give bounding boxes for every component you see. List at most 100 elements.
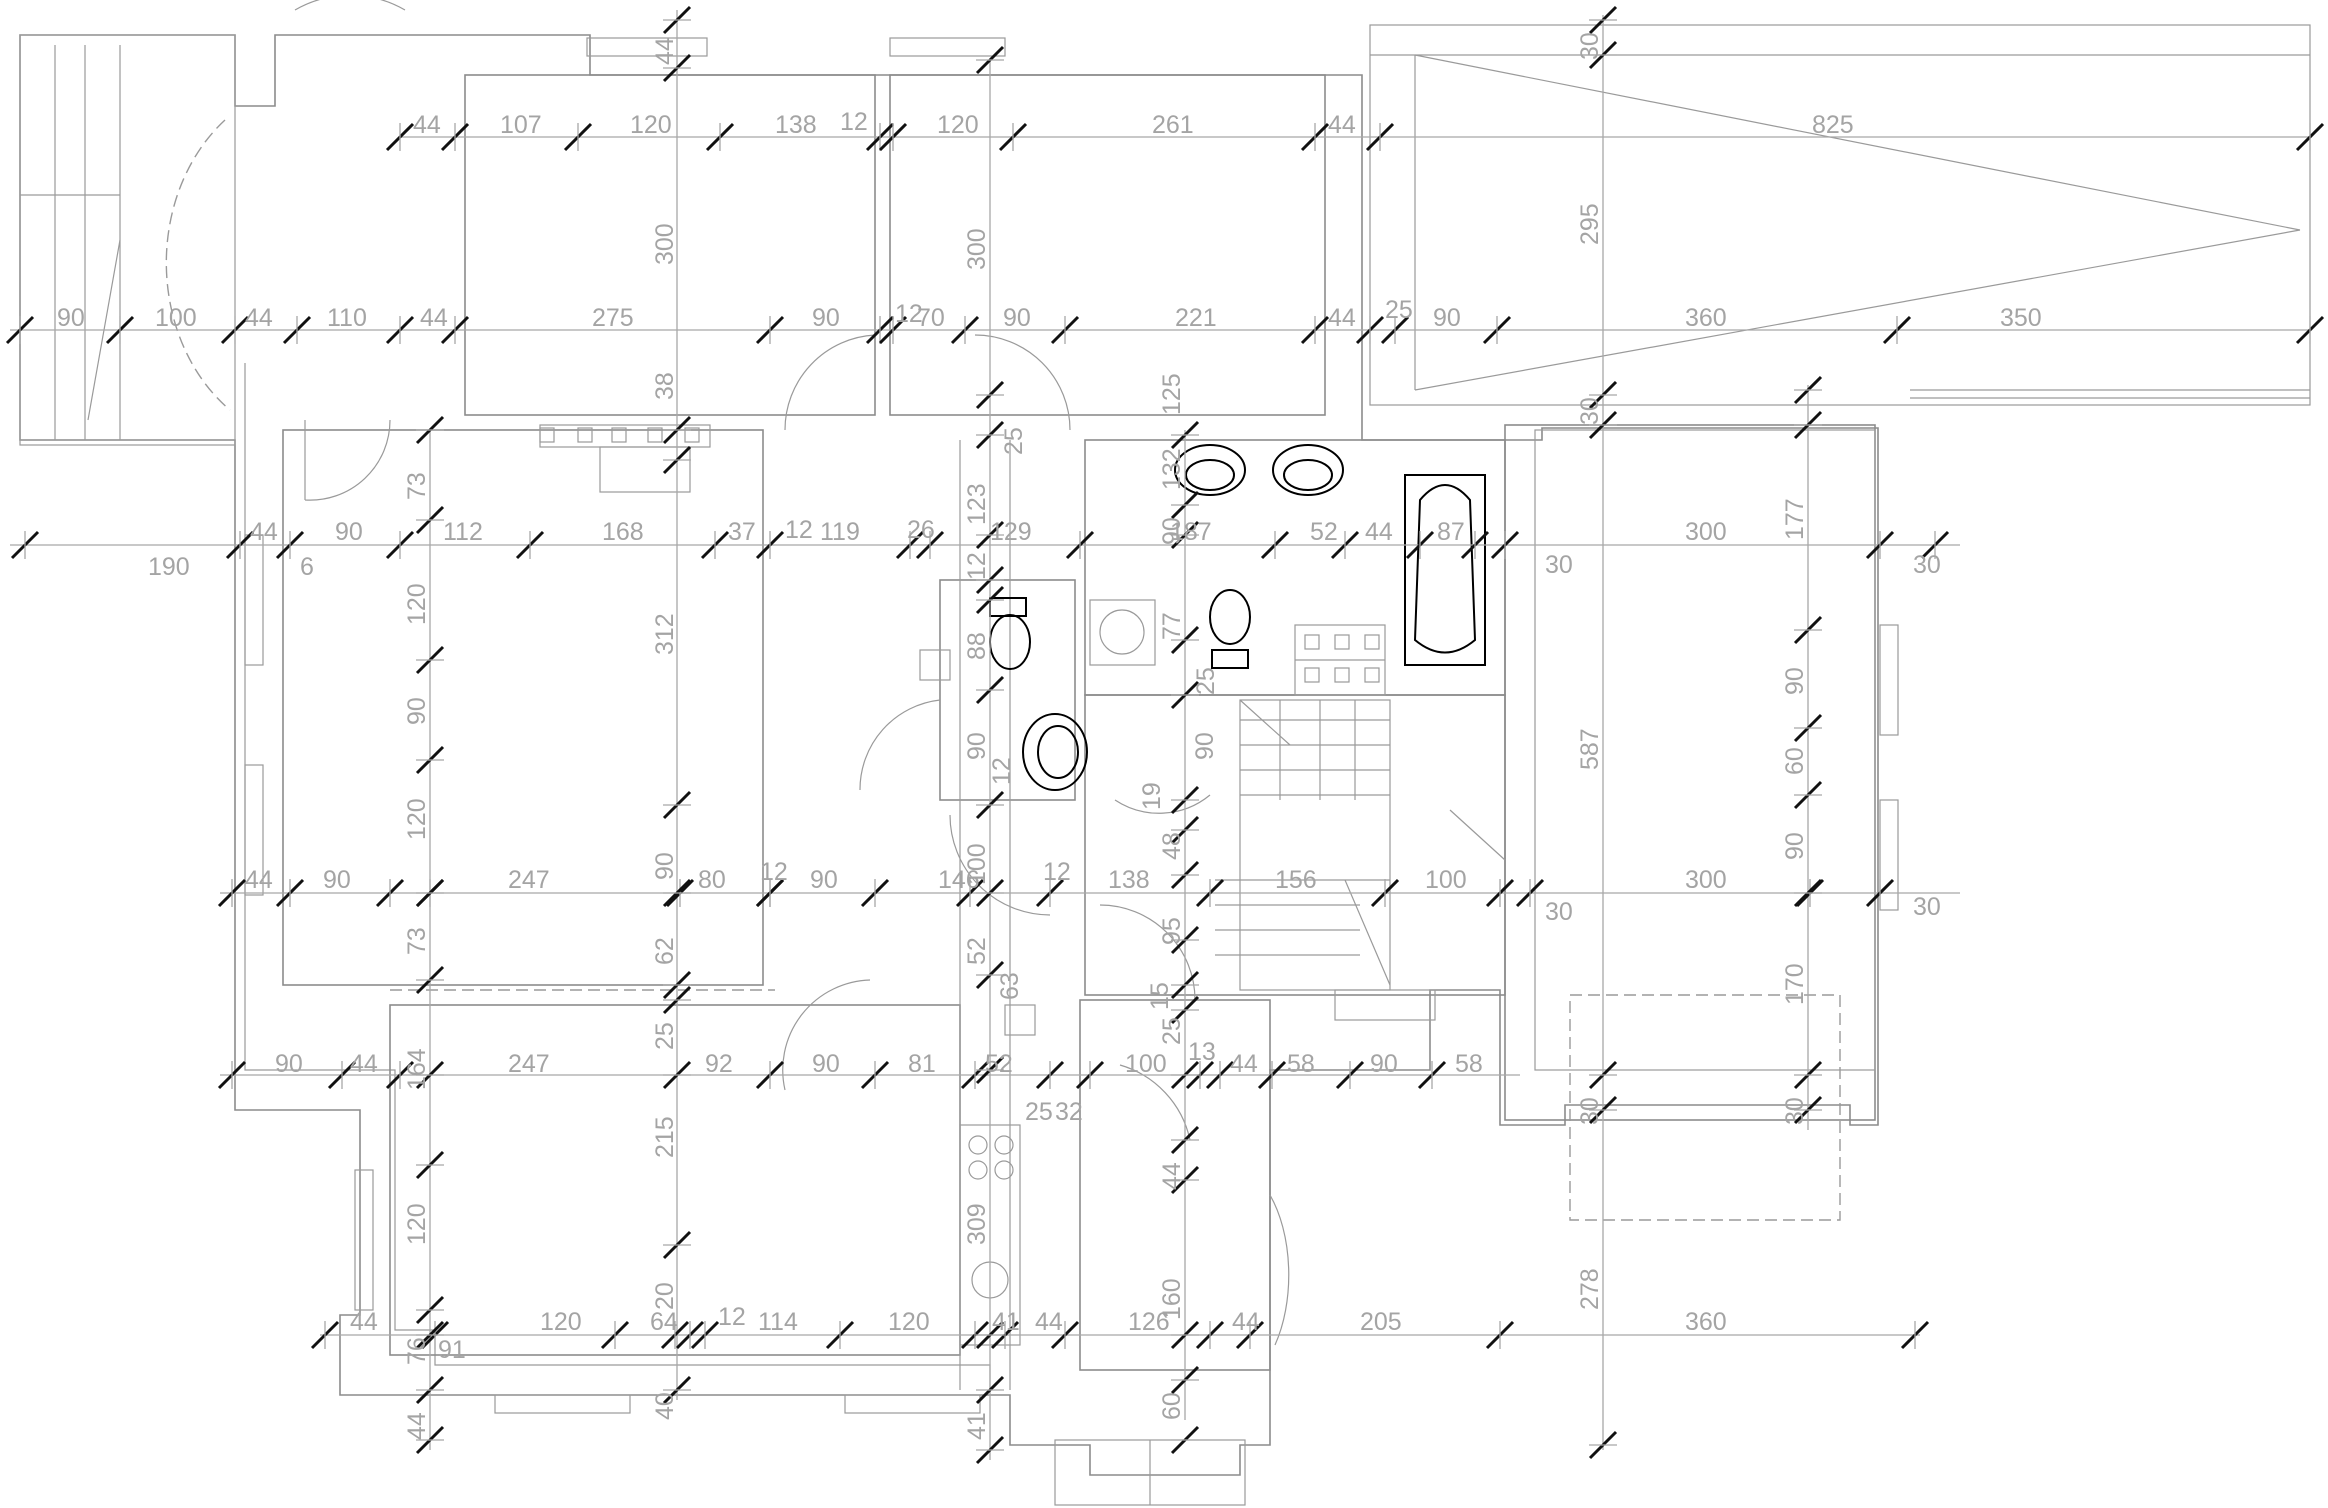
dim-label: 114 xyxy=(758,1308,798,1336)
dim-label: 44 xyxy=(1328,304,1356,332)
door-right-arc xyxy=(1114,794,1211,814)
dim-label: 170 xyxy=(1781,963,1809,1005)
dim-label: 120 xyxy=(888,1308,930,1336)
window-right-1 xyxy=(1879,624,1899,736)
dim-label: 90 xyxy=(1191,732,1219,760)
dim-label: 12 xyxy=(718,1303,746,1331)
room-top-center xyxy=(889,74,1326,416)
dim-label: 90 xyxy=(275,1050,303,1078)
door-closet xyxy=(304,419,391,501)
dim-label: 62 xyxy=(651,937,679,965)
dim-label: 125 xyxy=(1158,373,1186,415)
dim-label: 177 xyxy=(1781,498,1809,540)
window-left-1 xyxy=(244,534,264,666)
dim-label: 164 xyxy=(403,1048,431,1090)
dim-label: 90 xyxy=(963,732,991,760)
dim-label: 119 xyxy=(820,518,860,546)
dim-label: 247 xyxy=(508,1050,550,1078)
dim-label: 90 xyxy=(1158,517,1186,545)
dim-label: 275 xyxy=(592,304,634,332)
door-living xyxy=(784,334,876,431)
dim-label: 12 xyxy=(988,757,1016,785)
dim-label: 160 xyxy=(1158,1278,1186,1320)
dim-label: 300 xyxy=(963,228,991,270)
dim-label: 90 xyxy=(810,866,838,894)
dim-label: 12 xyxy=(963,552,991,580)
dim-label: 80 xyxy=(698,866,726,894)
bathtub xyxy=(1404,474,1486,666)
dim-label: 120 xyxy=(403,798,431,840)
stair-hall xyxy=(1084,694,1506,996)
dim-label: 44 xyxy=(1232,1308,1260,1336)
dim-label: 44 xyxy=(1230,1050,1258,1078)
dim-label: 295 xyxy=(1576,203,1604,245)
dim-label: 25 xyxy=(1385,296,1413,324)
dim-label: 25 xyxy=(651,1022,679,1050)
sink-wc xyxy=(1022,713,1088,791)
dim-label: 12 xyxy=(840,108,868,136)
room-living xyxy=(282,429,764,986)
terrace xyxy=(1369,24,2311,406)
dim-label: 19 xyxy=(1138,782,1166,810)
dim-label: 12 xyxy=(785,516,813,544)
dim-label: 120 xyxy=(937,111,979,139)
dim-label: 58 xyxy=(1455,1050,1483,1078)
dim-label: 30 xyxy=(1576,397,1604,425)
dim-label: 205 xyxy=(1360,1308,1402,1336)
dim-label: 587 xyxy=(1576,728,1604,770)
outer-wall-inner-line xyxy=(244,363,991,1390)
dim-label: 44 xyxy=(420,304,448,332)
dim-label: 38 xyxy=(651,372,679,400)
dim-label: 44 xyxy=(245,304,273,332)
door-rear xyxy=(1119,1064,1191,1141)
door-wc xyxy=(859,699,941,791)
dim-label: 30 xyxy=(1576,32,1604,60)
dim-label: 190 xyxy=(148,553,190,581)
dim-label: 30 xyxy=(1913,551,1941,579)
dim-label: 360 xyxy=(1685,304,1727,332)
dim-label: 120 xyxy=(540,1308,582,1336)
window-bottom-1 xyxy=(494,1394,631,1414)
dim-label: 215 xyxy=(651,1116,679,1158)
dim-label: 90 xyxy=(812,304,840,332)
dim-label: 309 xyxy=(963,1203,991,1245)
dim-label: 30 xyxy=(1781,1097,1809,1125)
dim-label: 52 xyxy=(985,1050,1013,1078)
dim-label: 261 xyxy=(1152,111,1194,139)
dim-label: 44 xyxy=(1035,1308,1063,1336)
dim-label: 90 xyxy=(651,852,679,880)
dim-label: 112 xyxy=(443,518,483,546)
dim-label: 70 xyxy=(917,304,945,332)
dim-label: 825 xyxy=(1812,111,1854,139)
dim-label: 15 xyxy=(1146,982,1174,1010)
dim-label: 26 xyxy=(907,516,935,544)
dim-label: 44 xyxy=(350,1050,378,1078)
dim-label: 350 xyxy=(2000,304,2042,332)
dim-label: 120 xyxy=(403,583,431,625)
dim-label: 87 xyxy=(1437,518,1465,546)
dim-label: 60 xyxy=(1781,747,1809,775)
dim-label: 300 xyxy=(1685,866,1727,894)
dim-label: 44 xyxy=(1365,518,1393,546)
dim-label: 44 xyxy=(403,1412,431,1440)
dim-label: 41 xyxy=(963,1412,991,1440)
dim-label: 110 xyxy=(327,304,367,332)
window-right-2 xyxy=(1879,799,1899,911)
doors xyxy=(165,0,1290,1346)
dim-label: 132 xyxy=(1158,448,1186,490)
dim-label: 44 xyxy=(250,518,278,546)
dim-label: 138 xyxy=(1108,866,1150,894)
dim-label: 100 xyxy=(1425,866,1467,894)
dim-label: 90 xyxy=(1433,304,1461,332)
dim-label: 123 xyxy=(963,483,991,525)
entrance-door xyxy=(294,0,406,11)
dim-label: 32 xyxy=(1055,1098,1083,1126)
dim-label: 13 xyxy=(1188,1038,1216,1066)
dim-label: 90 xyxy=(1370,1050,1398,1078)
dim-label: 12 xyxy=(1043,858,1071,886)
dim-label: 120 xyxy=(630,111,672,139)
dim-label: 312 xyxy=(651,613,679,655)
dim-label: 12 xyxy=(895,300,923,328)
dim-label: 300 xyxy=(1685,518,1727,546)
dim-label: 187 xyxy=(1170,518,1212,546)
